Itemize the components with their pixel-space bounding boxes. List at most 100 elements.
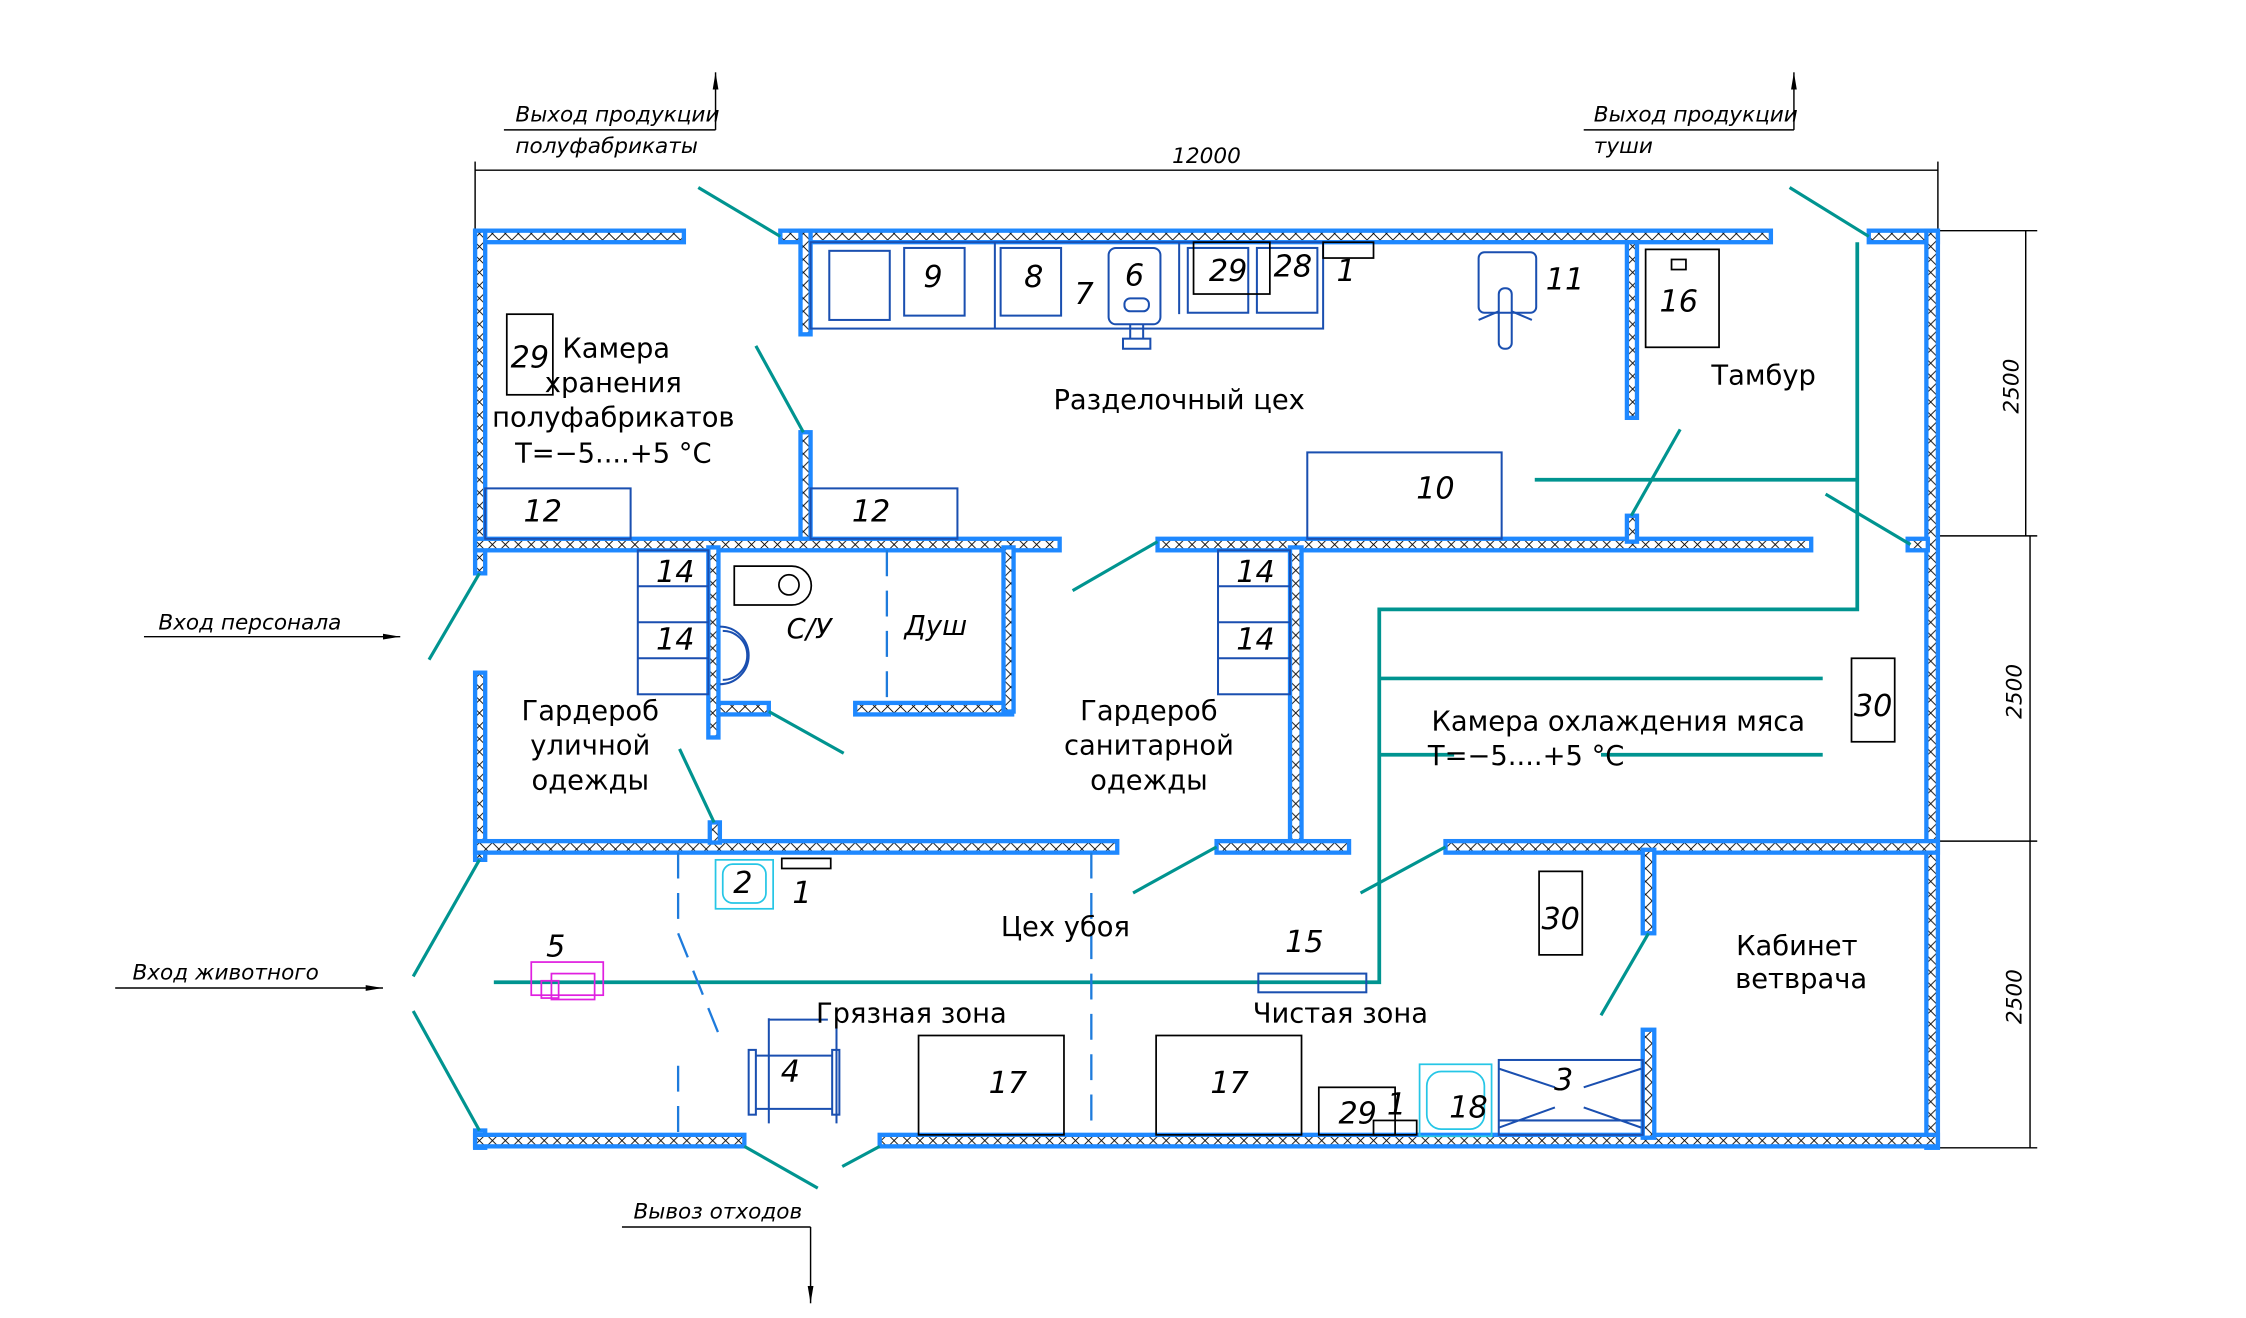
equipment-number: 14 — [1236, 623, 1274, 658]
sink-29 — [1186, 246, 1250, 314]
equipment-number: 29 — [1338, 1096, 1376, 1131]
animal-entry-annotation: Вход животного — [115, 960, 383, 991]
equipment-number: 17 — [989, 1066, 1027, 1101]
equipment-number: 1 — [792, 876, 811, 911]
sink-18 — [1418, 1063, 1493, 1138]
tank-17-b — [1155, 1034, 1303, 1136]
equipment-number: 1 — [1337, 254, 1356, 289]
room-labels: Камера хранения полуфабрикатов T=−5....+… — [492, 333, 1867, 1029]
equipment-6 — [1107, 246, 1162, 326]
equipment-number: 18 — [1449, 1091, 1487, 1126]
cutting-line-equipment — [484, 241, 1720, 540]
equipment-number: 9 — [923, 260, 942, 295]
equipment-number: 8 — [1024, 260, 1043, 295]
equipment-number: 17 — [1210, 1066, 1248, 1101]
rack-12-b — [809, 487, 959, 540]
equipment-29-bottom — [1317, 1086, 1396, 1136]
toilet-bowl-icon — [733, 565, 813, 606]
equipment-number: 7 — [1075, 277, 1094, 312]
door-swings — [411, 186, 1912, 1190]
exit-semi-products-annotation: Выход продукции полуфабрикаты — [503, 72, 719, 159]
vet-office-label-2: ветврача — [1735, 964, 1867, 995]
equipment-numbers: 9 8 7 6 29 28 1 11 16 29 12 12 10 14 14 … — [511, 250, 1893, 1132]
overhead-rail — [493, 242, 1860, 985]
street-wardrobe-label-2: уличной — [530, 731, 650, 762]
wardrobe-equipment — [636, 549, 1292, 696]
vet-office-label-1: Кабинет — [1736, 931, 1858, 962]
shower-label: Душ — [904, 611, 968, 642]
equipment-number: 1 — [1387, 1088, 1406, 1123]
equipment-number: 11 — [1546, 263, 1584, 298]
animal-entry-label: Вход животного — [132, 960, 318, 985]
toilet-label: С/У — [787, 614, 834, 645]
overall-width-label: 12000 — [1172, 144, 1241, 169]
equipment-number: 30 — [1854, 689, 1892, 724]
exit-carcass-label-1: Выход продукции — [1594, 102, 1798, 127]
sanitary-wardrobe-label-3: одежды — [1090, 765, 1208, 796]
storage-label-2: хранения — [545, 368, 682, 399]
equipment-number: 14 — [1236, 555, 1274, 590]
equipment-30-b — [1538, 870, 1584, 956]
storage-label-1: Камера — [562, 333, 670, 364]
vestibule-label: Тамбур — [1710, 361, 1816, 392]
staff-entry-annotation: Вход персонала — [143, 610, 401, 640]
dimension-bays: 2500 2500 2500 — [1937, 229, 2038, 1149]
sink-2 — [714, 858, 775, 910]
exit-semi-label-1: Выход продукции — [515, 102, 719, 127]
slaughter-equipment — [530, 657, 1896, 1138]
equipment-number: 5 — [546, 929, 565, 964]
exit-carcass-label-2: туши — [1594, 134, 1653, 159]
equipment-number: 10 — [1416, 471, 1454, 506]
equipment-number: 2 — [733, 866, 752, 901]
hoist-5-icon — [530, 961, 605, 1001]
equipment-3 — [1497, 1058, 1644, 1136]
cooling-chamber-temp: T=−5....+5 °C — [1427, 741, 1624, 772]
bay-2-dimension: 2500 — [2002, 664, 2027, 719]
street-wardrobe-label-1: Гардероб — [522, 696, 659, 727]
equipment-box — [828, 249, 891, 321]
dirty-zone-label: Грязная зона — [816, 999, 1007, 1030]
exit-semi-label-2: полуфабрикаты — [515, 134, 697, 159]
cooling-chamber-label: Камера охлаждения мяса — [1431, 706, 1805, 737]
equipment-30-a — [1850, 657, 1896, 743]
clean-zone-label: Чистая зона — [1253, 999, 1428, 1030]
equipment-number: 14 — [656, 623, 694, 658]
equipment-29-storage — [505, 313, 554, 396]
equipment-number: 29 — [511, 340, 549, 375]
slaughter-room-label: Цех убоя — [1001, 912, 1130, 943]
equipment-number: 4 — [781, 1055, 800, 1090]
equipment-9 — [903, 246, 966, 317]
workbench-row — [809, 241, 1325, 330]
walls — [472, 228, 1941, 1150]
equipment-number: 3 — [1554, 1063, 1573, 1098]
sanitary-wardrobe-label-2: санитарной — [1064, 731, 1234, 762]
cutting-room-label: Разделочный цех — [1053, 385, 1304, 416]
equipment-number: 15 — [1285, 925, 1323, 960]
equipment-8 — [999, 246, 1063, 317]
storage-label-3: полуфабрикатов — [492, 402, 734, 433]
washbasin-icon — [719, 625, 750, 686]
equipment-number: 12 — [524, 495, 562, 530]
equipment-number: 12 — [852, 495, 890, 530]
sanitary-wardrobe-label-1: Гардероб — [1080, 696, 1217, 727]
waste-out-label: Вывоз отходов — [633, 1199, 802, 1224]
bay-3-dimension: 2500 — [2002, 969, 2027, 1024]
equipment-11 — [1477, 251, 1538, 314]
storage-temp: T=−5....+5 °C — [514, 438, 711, 469]
bay-1-dimension: 2500 — [2000, 359, 2025, 414]
tank-17-a — [917, 1034, 1065, 1136]
staff-entry-label: Вход персонала — [158, 610, 341, 635]
equipment-number: 16 — [1660, 284, 1698, 319]
platform-15 — [1257, 972, 1368, 994]
rack-12-a — [484, 487, 632, 540]
equipment-number: 14 — [656, 555, 694, 590]
equipment-number: 6 — [1125, 258, 1144, 293]
street-wardrobe-label-3: одежды — [531, 765, 649, 796]
equipment-16 — [1644, 248, 1720, 349]
equipment-number: 30 — [1541, 902, 1579, 937]
waste-out-annotation: Вывоз отходов — [621, 1199, 814, 1304]
sink-28 — [1255, 246, 1319, 314]
equipment-number: 28 — [1274, 250, 1312, 285]
exit-carcass-annotation: Выход продукции туши — [1583, 72, 1798, 159]
